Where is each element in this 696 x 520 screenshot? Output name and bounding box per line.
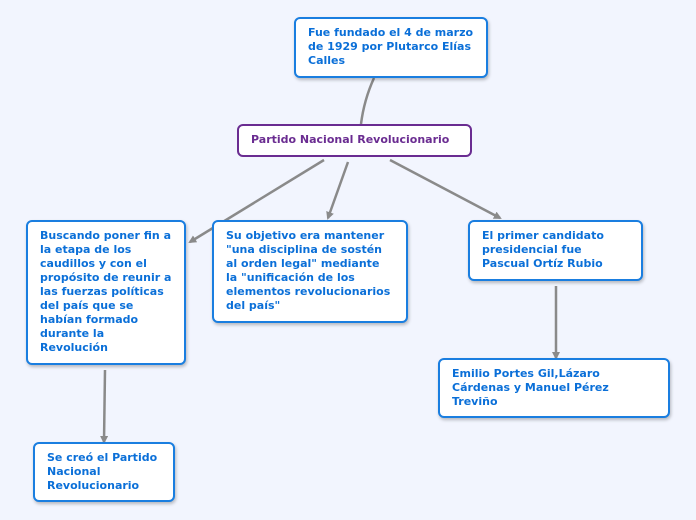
node-founded[interactable]: Fue fundado el 4 de marzo de 1929 por Pl… [294,17,488,78]
node-objective-text: Su objetivo era mantener "una disciplina… [226,229,391,312]
connector-objective [326,161,350,220]
node-purpose[interactable]: Buscando poner fin a la etapa de los cau… [26,220,186,365]
node-created[interactable]: Se creó el Partido Nacional Revolucionar… [33,442,175,502]
node-objective[interactable]: Su objetivo era mantener "una disciplina… [212,220,408,323]
connector-candidate [389,158,502,220]
node-founded-text: Fue fundado el 4 de marzo de 1929 por Pl… [308,26,474,67]
node-created-text: Se creó el Partido Nacional Revolucionar… [47,451,158,492]
node-candidate[interactable]: El primer candidato presidencial fue Pas… [468,220,643,281]
connector-created [100,369,109,444]
node-presidents-text: Emilio Portes Gil,Lázaro Cárdenas y Manu… [452,367,609,408]
central-topic[interactable]: Partido Nacional Revolucionario [237,124,472,157]
central-topic-text: Partido Nacional Revolucionario [251,133,450,146]
node-presidents[interactable]: Emilio Portes Gil,Lázaro Cárdenas y Manu… [438,358,670,418]
node-candidate-text: El primer candidato presidencial fue Pas… [482,229,604,270]
node-purpose-text: Buscando poner fin a la etapa de los cau… [40,229,172,354]
connector-founded [359,77,376,125]
